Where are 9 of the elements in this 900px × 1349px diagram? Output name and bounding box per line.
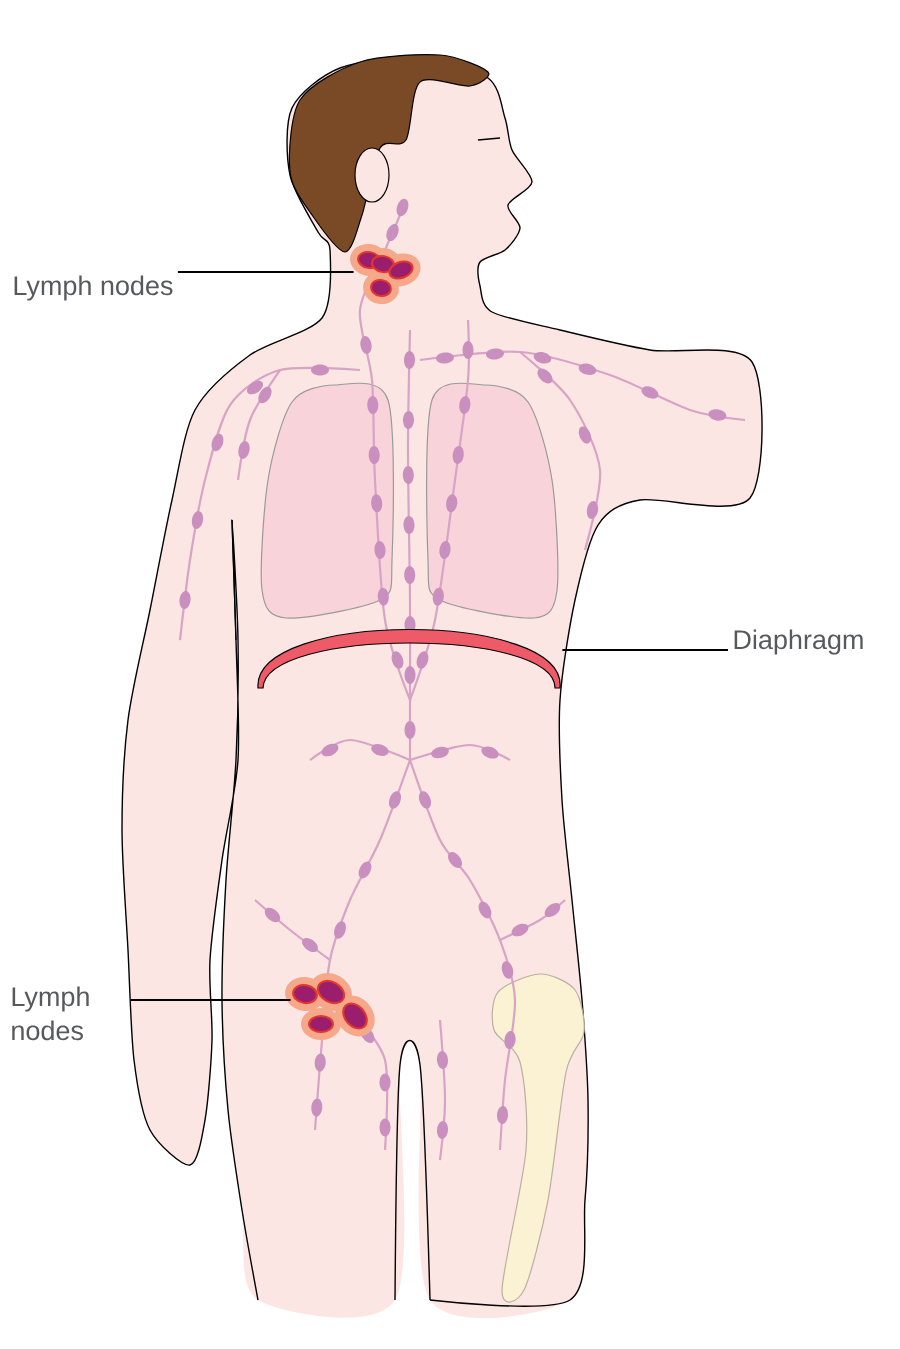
leader-line: [177, 271, 355, 273]
callout-label: Lymph nodes: [12, 986, 89, 1041]
lymph-node-cluster: [285, 972, 375, 1040]
callout-label: Lymph nodes: [14, 275, 173, 301]
lymph-node-cluster: [350, 243, 421, 305]
leader-line: [129, 999, 292, 1001]
leader-line: [561, 649, 729, 651]
diaphragm-drawing: [257, 628, 561, 689]
callout-label: Diaphragm: [734, 629, 863, 655]
